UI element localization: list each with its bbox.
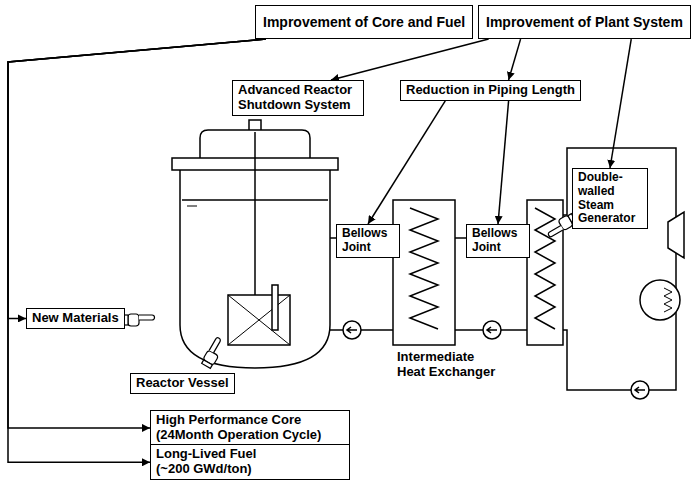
node-text: Reduction in Piping Length xyxy=(406,83,575,98)
steam-generator-coil xyxy=(535,208,555,329)
feature-box: Long-Lived Fuel (~200 GWd/ton) xyxy=(150,444,350,480)
node-text: Long-Lived Fuel (~200 GWd/ton) xyxy=(156,447,276,477)
pointing-hand xyxy=(201,336,227,368)
core-cross xyxy=(228,295,290,345)
pointing-hand xyxy=(209,337,221,353)
arrow-connector xyxy=(331,39,489,80)
feature-box: New Materials xyxy=(26,308,125,329)
primary-piping xyxy=(330,200,563,345)
secondary-pump xyxy=(483,321,501,339)
arrow-connector xyxy=(509,39,521,80)
shutdown-rod xyxy=(254,132,256,295)
component-label-box: Bellows Joint xyxy=(466,224,530,258)
flow-arrow xyxy=(487,327,497,333)
steam-generator xyxy=(527,200,563,345)
flow-arrow xyxy=(347,327,357,333)
core xyxy=(228,295,290,345)
heading-box: Improvement of Plant System xyxy=(478,5,691,39)
arrow-connector xyxy=(8,39,266,428)
turbine-symbol xyxy=(668,212,684,258)
pointing-hand xyxy=(128,314,139,326)
water-steam-loop xyxy=(563,148,684,399)
component-label-box: Bellows Joint xyxy=(336,224,400,258)
node-text: High Performance Core (24Month Operation… xyxy=(156,413,341,443)
pointing-hands xyxy=(124,213,577,369)
component-label-box: Reactor Vessel xyxy=(130,373,235,394)
pointing-hand xyxy=(547,226,563,238)
arrow-connector xyxy=(498,101,509,224)
arrow-connector xyxy=(8,39,266,462)
node-text: Reactor Vessel xyxy=(136,376,229,391)
node-text: Double-walled Steam Generator xyxy=(578,171,642,226)
steam-loop-pipe xyxy=(563,148,676,390)
feature-box: High Performance Core (24Month Operation… xyxy=(150,410,350,446)
arrow-connector xyxy=(368,101,445,224)
node-text: Bellows Joint xyxy=(472,227,524,255)
level-mark xyxy=(187,206,197,207)
core-cross xyxy=(228,295,290,345)
component-label-box: Double-walled Steam Generator xyxy=(572,168,648,229)
part-label: Intermediate Heat Exchanger xyxy=(395,350,503,380)
node-text: New Materials xyxy=(32,311,119,326)
pointing-hand xyxy=(202,360,213,368)
node-text: Bellows Joint xyxy=(342,227,394,255)
intermediate-heat-exchanger xyxy=(393,200,455,345)
label-text: Intermediate Heat Exchanger xyxy=(397,350,501,380)
generator-winding xyxy=(664,288,672,312)
feature-box: Advanced Reactor Shutdown System xyxy=(232,80,364,116)
feed-pump xyxy=(631,381,649,399)
generator-symbol xyxy=(640,280,680,320)
reactor-vessel-drawing xyxy=(172,120,338,368)
heading-box: Improvement of Core and Fuel xyxy=(255,5,473,39)
pointing-hand xyxy=(124,314,155,326)
pointing-hand xyxy=(139,315,155,320)
node-text: Improvement of Plant System xyxy=(486,14,683,30)
node-text: Improvement of Core and Fuel xyxy=(263,14,465,30)
control-rod xyxy=(272,285,278,330)
flow-arrow xyxy=(635,387,645,393)
arrow-connector xyxy=(8,39,266,318)
heat-exchanger-coil xyxy=(410,208,438,329)
primary-pump xyxy=(343,321,361,339)
arrow-connector xyxy=(610,39,631,168)
node-text: Advanced Reactor Shutdown System xyxy=(238,83,358,113)
feature-box: Reduction in Piping Length xyxy=(400,80,581,101)
